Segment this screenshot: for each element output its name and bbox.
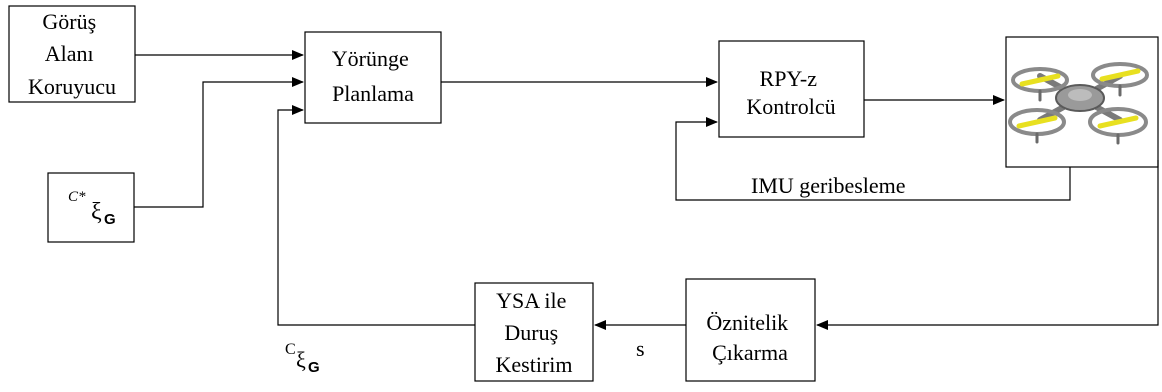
pose-estimation-line-3: Kestirim — [496, 352, 573, 377]
reference-input-sub: G — [104, 211, 116, 228]
feature-extraction-line-1: Öznitelik — [706, 310, 788, 335]
trajectory-planning-line-2: Planlama — [332, 81, 414, 106]
pose-estimation-block — [474, 282, 594, 382]
fov-protector-line-1: Görüş — [42, 9, 96, 34]
feature-extraction-line-2: Çıkarma — [712, 340, 788, 365]
imu-feedback-arrow — [675, 117, 1071, 201]
fov-protector-line-2: Alanı — [45, 41, 94, 66]
drone-to-feature-arrow — [816, 160, 1159, 330]
estimated-pose-base: ξ — [296, 347, 306, 372]
rpyz-controller-block — [718, 40, 865, 138]
feature-extraction-block — [685, 278, 816, 382]
estimation-to-planning-arrow — [277, 105, 475, 326]
feature-extraction-label: Öznitelik Çıkarma — [706, 310, 793, 365]
reference-input-sup: C* — [68, 189, 86, 205]
fov-protector-block — [8, 5, 136, 103]
reference-pose-block — [47, 172, 135, 243]
trajectory-planning-line-1: Yörünge — [332, 46, 409, 71]
reference-to-planning-arrow — [134, 77, 304, 208]
fov-protector-label: Görüş Alanı Koruyucu — [28, 9, 116, 99]
trajectory-planning-block — [304, 31, 442, 124]
fov-protector-line-3: Koruyucu — [28, 74, 116, 99]
reference-input-symbol: C* ξ G — [68, 188, 116, 228]
pose-estimation-line-2: Duruş — [504, 320, 558, 345]
rpyz-controller-line-1: RPY-z — [760, 66, 818, 91]
reference-input-base: ξ — [91, 199, 102, 225]
pose-estimation-line-1: YSA ile — [496, 288, 566, 313]
quadcopter-drone-icon — [1008, 62, 1149, 145]
features-signal-label: s — [636, 336, 645, 361]
pose-estimation-label: YSA ile Duruş Kestirim — [496, 288, 573, 377]
estimated-pose-symbol: C ξ G — [285, 341, 320, 376]
estimated-pose-sub: G — [308, 359, 320, 376]
imu-feedback-label: IMU geribesleme — [751, 173, 906, 198]
trajectory-planning-label: Yörünge Planlama — [332, 46, 414, 106]
rpyz-controller-line-2: Kontrolcü — [746, 94, 835, 119]
rpyz-controller-label: RPY-z Kontrolcü — [746, 66, 835, 119]
estimated-pose-sup: C — [285, 341, 296, 358]
